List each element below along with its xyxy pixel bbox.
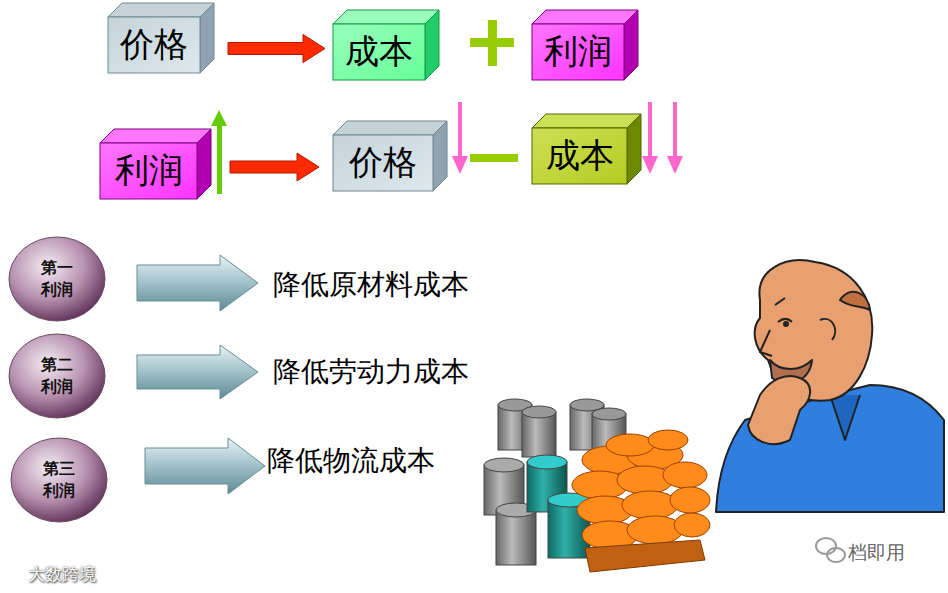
profit-circle: 第二 利润: [8, 333, 106, 419]
box-label: 成本: [546, 133, 614, 179]
plus-sign: [470, 20, 514, 66]
block-connector: [230, 153, 319, 181]
watermark: 大数跨境: [28, 563, 96, 586]
goods-pile: [484, 399, 710, 572]
box-label: 利润: [544, 29, 612, 75]
thinking-man: [716, 260, 944, 512]
cost-label: 降低原材料成本: [273, 266, 469, 304]
box-label: 成本: [345, 29, 413, 75]
circle-label: 第三 利润: [41, 458, 78, 501]
shape-outline: [8, 333, 106, 419]
box-label: 价格: [120, 22, 188, 68]
box-label: 利润: [115, 148, 183, 194]
cost-label: 降低劳动力成本: [273, 353, 469, 391]
cube-box: 价格: [108, 17, 200, 73]
watermark: 档即用: [848, 540, 905, 566]
cube-box: 利润: [532, 24, 624, 80]
box-label: 价格: [349, 140, 417, 186]
block-connector: [228, 35, 325, 63]
cube-box: 利润: [100, 143, 197, 199]
cube-box: 价格: [333, 135, 433, 191]
up-arrow: [211, 110, 227, 194]
wechat-icon: [816, 538, 845, 562]
profit-circle: 第一 利润: [8, 236, 106, 322]
minus-sign: [470, 154, 518, 162]
shape-outline: [10, 437, 108, 523]
profit-circle: 第三 利润: [10, 437, 108, 523]
circle-label: 第二 利润: [39, 354, 76, 397]
cost-label: 降低物流成本: [267, 442, 435, 480]
block-arrow: [137, 255, 265, 494]
cube-box: 成本: [333, 24, 425, 80]
circle-label: 第一 利润: [39, 257, 76, 300]
shape-outline: [8, 236, 106, 322]
cube-box: 成本: [532, 128, 627, 184]
